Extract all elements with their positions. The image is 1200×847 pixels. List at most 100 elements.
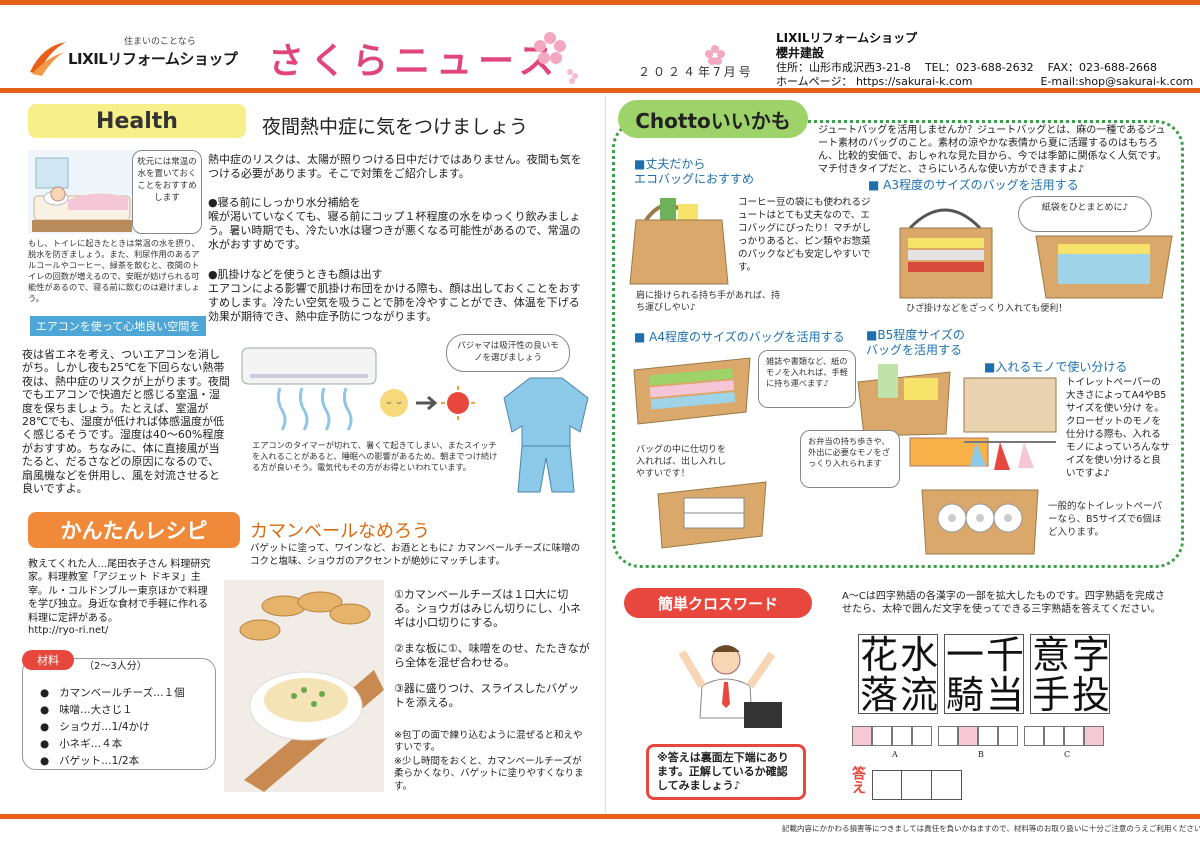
kanji-cell: 字: [1071, 635, 1110, 675]
answer-cells-c[interactable]: [1024, 726, 1104, 746]
issue-date: ２０２４年7月号: [638, 65, 754, 79]
company-homepage-link[interactable]: ホームページ： https://sakurai-k.com: [776, 75, 973, 88]
newsletter-title: さくらニュース: [268, 41, 561, 82]
materials-tag: 材料: [22, 650, 74, 670]
a4-bag-illustration: [633, 357, 751, 425]
top-border: [0, 0, 1200, 5]
kanji-cell: 騎: [945, 675, 984, 715]
chotto-s4-bubble: お弁当の持ち歩きや、外出に必要なモノをざっくり入れられます: [800, 430, 900, 488]
closet-illustration: [963, 377, 1057, 470]
kanji-cell: 落: [859, 675, 898, 715]
health-title: 夜間熱中症に気をつけましょう: [262, 116, 529, 138]
cool-to-hot-icon: [380, 386, 475, 420]
chotto-s1-head2: エコバッグにおすすめ: [634, 172, 755, 186]
recipe-section-label: かんたんレシピ: [28, 512, 240, 548]
recipe-title: カマンベールなめろう: [250, 521, 430, 542]
materials-servings: （2～3人分）: [84, 661, 147, 672]
chotto-s2-caption: ひざ掛けなどをざっくり入れても便利！: [906, 304, 1068, 314]
recipe-step-3: ③器に盛りつけ、スライスしたバゲットを添える。: [394, 682, 580, 709]
chotto-intro: ジュートバッグを活用しませんか？ジュートバッグとは、麻の一種であるジュート素材の…: [818, 125, 1167, 175]
chotto-dotted-frame: [612, 120, 1184, 568]
crossword-grid-a: 花 水 落 流: [858, 634, 938, 715]
ingredient-list: ● カマンベールチーズ…１個 ● 味噌…大さじ１ ● ショウガ…1/4かけ ● …: [40, 685, 210, 770]
crossword-grid-c: 意 字 手 投: [1030, 634, 1110, 715]
pillow-water-bubble: 枕元には常温の水を置いておくことをおすすめします: [132, 150, 202, 234]
footer-disclaimer: 記載内容にかかわる損害等につきましては責任を負いかねますので、材料等のお取り扱い…: [782, 824, 1200, 833]
company-line2: 櫻井建設: [776, 46, 825, 60]
ingredient-item: ● ショウガ…1/4かけ: [40, 721, 150, 733]
chotto-s3-caption: バッグの中に仕切りを入れれば、出し入れしやすいです！: [636, 445, 727, 479]
chotto-s1-text: コーヒー豆の袋にも使われるジュートはとても丈夫なので、エコバッグにぴったり！マチ…: [738, 197, 872, 273]
chotto-s2-bubble: 紙袋をひとまとめに♪: [1018, 196, 1152, 232]
recipe-note-2: ※少し時間をおくと、カマンベールチーズが柔らかくなり、バゲットに塗りやすくなりま…: [394, 756, 584, 792]
kanji-cell: 流: [899, 675, 938, 715]
chotto-s1-head1: ■丈夫だから: [634, 157, 706, 171]
answer-cells-b[interactable]: [938, 726, 1018, 746]
jute-bag-illustration: [629, 198, 729, 285]
chotto-s5-caption: 一般的なトイレットペーパーなら、B5サイズで6個ほど入ります。: [1048, 501, 1162, 538]
bag-with-divider-illustration: [657, 481, 767, 549]
kanji-cell: 水: [899, 635, 938, 675]
health-intro: 熱中症のリスクは、太陽が照りつける日中だけではありません。夜間も気をつける必要が…: [208, 153, 582, 180]
kanji-cell: 一: [945, 635, 984, 675]
company-info: LIXILリフォームショップ 櫻井建設 住所：山形市成沢西3-21-8 TEL：…: [776, 31, 1193, 89]
chotto-s5-head: ■入れるモノで使い分ける: [984, 360, 1128, 374]
crossword-grid-b: 一 千 騎 当: [944, 634, 1024, 715]
logo-tagline: 住まいのことなら: [124, 37, 196, 47]
company-line1: LIXILリフォームショップ: [776, 31, 918, 45]
company-tel: TEL：023-688-2632: [924, 61, 1034, 74]
column-divider: [605, 96, 606, 816]
recipe-url-link[interactable]: http://ryo-ri.net/: [28, 625, 109, 636]
pajama-illustration: [503, 377, 589, 493]
kanji-cell: 花: [859, 635, 898, 675]
chotto-s1-caption: 肩に掛けられる持ち手があれば、持ち運びしやい♪: [636, 291, 781, 313]
aircon-caption: エアコンのタイマーが切れて、暑くて起きてしまい、またスイッチを入れることがあると…: [252, 440, 498, 472]
crossword-description: A～Cは四字熟語の各漢字の一部を拡大したものです。四字熟語を完成させたら、太枠で…: [842, 591, 1165, 615]
recipe-teacher: 教えてくれた人…尾田衣子さん 料理研究家。料理教室「アジェット ドキヌ」主宰。ル…: [28, 559, 211, 624]
pajama-bubble: パジャマは吸汗性の良いモノを選びましょう: [446, 334, 570, 372]
recipe-step-2: ②まな板に①、味噌をのせ、たたきながら全体を混ぜ合わせる。: [394, 642, 590, 669]
company-email-link[interactable]: E-mail:shop@sakurai-k.com: [1040, 75, 1194, 88]
grid-label-c: C: [1064, 750, 1071, 759]
health-point2-head: ●肌掛けなどを使うときも顔は出す: [208, 268, 383, 281]
kanji-cell: 当: [985, 675, 1024, 715]
b5-bag-illustration: [857, 364, 951, 437]
recipe-note-1: ※包丁の面で練り込むように混ぜると和えやすいです。: [394, 730, 583, 754]
grid-label-a: A: [892, 750, 898, 759]
kanji-cell: 手: [1031, 675, 1070, 715]
lixil-logo[interactable]: 住まいのことなら LIXILリフォームショップ: [28, 34, 238, 82]
logo-name: LIXILリフォームショップ: [68, 50, 238, 68]
cheering-man-illustration: [678, 645, 782, 728]
company-fax: FAX：023-688-2668: [1047, 61, 1157, 74]
bag-with-blanket-illustration: [1035, 235, 1173, 299]
ingredient-item: ● 小ネギ…４本: [40, 738, 123, 750]
kanji-cell: 千: [985, 635, 1024, 675]
bottom-border: [0, 814, 1200, 819]
chotto-s3-bubble: 雑誌や書類など、紙のモノを入れれば、手軽に持ち運べます♪: [758, 350, 856, 408]
recipe-photo: [224, 580, 384, 792]
health-point2-body: エアコンによる影響で肌掛け布団をかける際も、顔は出しておくことをおすすめします。…: [208, 282, 581, 323]
chotto-s5-text: トイレットペーパーの大きさによってA4やB5サイズを使い分け を。クローゼットの…: [1066, 377, 1170, 479]
chotto-s2-head: ■ A3程度のサイズのバッグを活用する: [868, 178, 1079, 192]
ingredient-item: ● バゲット…1/2本: [40, 755, 140, 767]
chotto-section-label: Chottoいいかも: [618, 100, 808, 138]
health-section-label: Health: [28, 104, 246, 138]
ingredient-item: ● カマンベールチーズ…１個: [40, 687, 185, 699]
chotto-s4-head2: バッグを活用する: [866, 343, 963, 357]
sakura-flower-icon: [534, 32, 578, 84]
answer-location-note: ※答えは裏面左下端にあります。正解しているか確認してみましょう♪: [646, 744, 806, 800]
toilet-paper-bag-illustration: [921, 489, 1039, 555]
health-caption-left: もし、トイレに起きたときは常温の水を摂り、脱水を防ぎましょう。また、利尿作用のあ…: [28, 238, 200, 303]
chotto-s4-head1: ■B5程度サイズの: [866, 328, 965, 342]
a3-bag-illustration: [899, 208, 993, 299]
company-address: 住所：山形市成沢西3-21-8: [776, 61, 911, 74]
crossword-section-label: 簡単クロスワード: [624, 588, 812, 618]
aircon-tag: エアコンを使って心地良い空間を: [30, 316, 206, 336]
health-point1-body: 喉が渇いていなくても、寝る前にコップ１杯程度の水をゆっくり飲みましょう。暑い時期…: [208, 210, 581, 251]
recipe-step-1: ①カマンベールチーズは１口大に切る。ショウガはみじん切りにし、小ネギは小口切りに…: [394, 588, 581, 629]
chotto-s3-head: ■ A4程度のサイズのバッグを活用する: [634, 330, 845, 344]
header-divider: [0, 88, 1200, 93]
lixil-swoosh-icon: [30, 42, 66, 76]
answer-cells-a[interactable]: [852, 726, 932, 746]
answer-input[interactable]: [872, 770, 962, 800]
